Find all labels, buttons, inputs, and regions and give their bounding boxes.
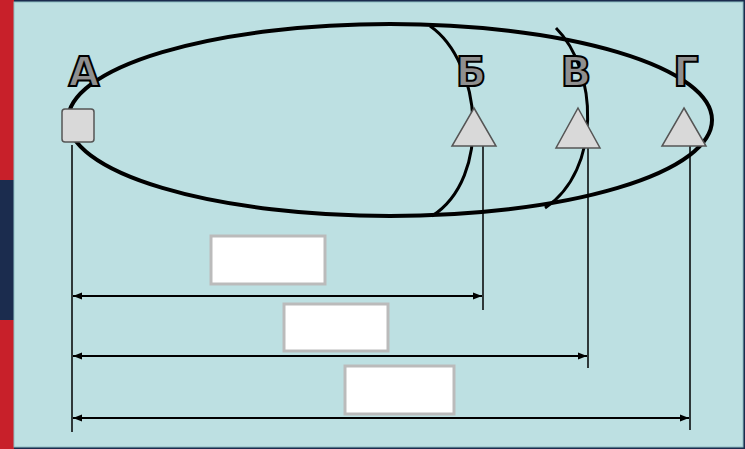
point-letter: А xyxy=(69,52,100,92)
extension-line xyxy=(482,146,484,310)
edge-strip xyxy=(0,0,14,449)
ellipse-outline xyxy=(68,24,712,216)
station-square xyxy=(62,109,94,142)
point-letter: В xyxy=(561,52,592,92)
edge-strip xyxy=(0,180,14,320)
station-triangle xyxy=(556,108,600,148)
blank-box xyxy=(211,236,325,284)
panel xyxy=(14,2,743,447)
blank-box xyxy=(345,366,454,414)
station-triangle xyxy=(452,108,496,146)
point-letter: Г xyxy=(673,52,699,92)
dimension-line xyxy=(73,295,482,297)
station-triangle xyxy=(662,108,706,146)
extension-line xyxy=(689,146,691,430)
dimension-line xyxy=(73,355,587,357)
point-letter: Б xyxy=(456,52,487,92)
extension-line xyxy=(587,146,589,368)
blank-box xyxy=(284,304,388,351)
extension-line xyxy=(71,145,73,432)
dimension-line xyxy=(73,417,689,419)
